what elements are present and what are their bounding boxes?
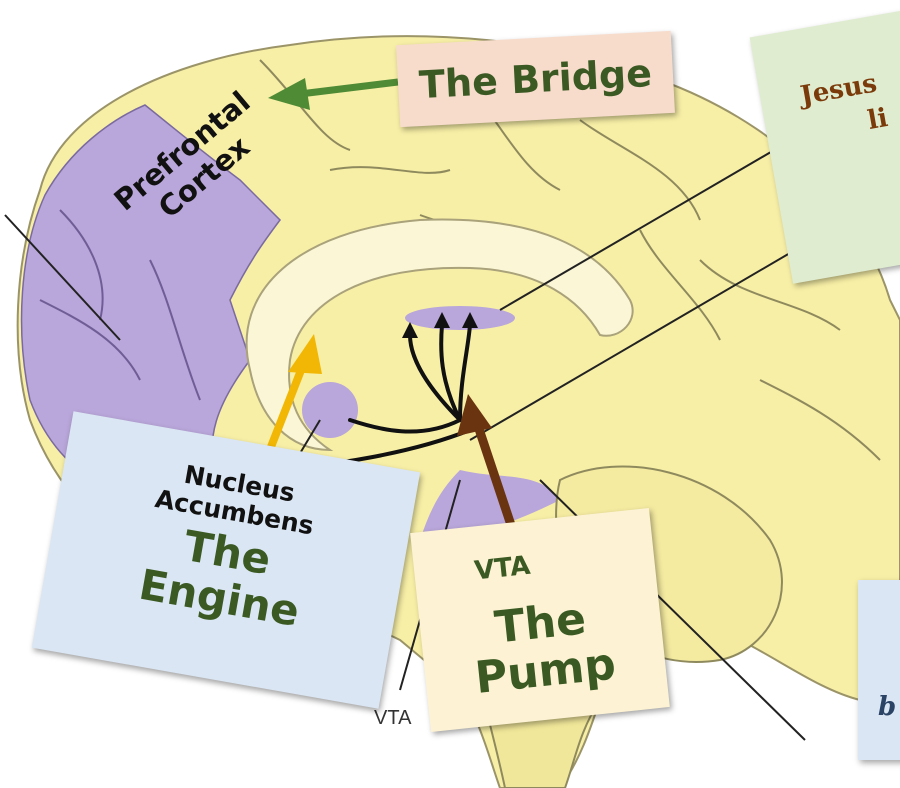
jesus-line1: Jesus	[798, 68, 879, 111]
right-box: b	[858, 580, 900, 760]
bridge-box: The Bridge	[396, 31, 675, 127]
right-box-fragment: b	[878, 692, 896, 722]
bridge-title: The Bridge	[396, 31, 675, 127]
pump-box: VTA The Pump	[410, 508, 670, 732]
diagram-vta-label: VTA	[374, 707, 412, 729]
vta-small-label: VTA	[473, 551, 532, 587]
jesus-line2: li	[865, 103, 890, 136]
thalamus-region	[405, 306, 515, 330]
nucleus-accumbens-region	[302, 382, 358, 438]
